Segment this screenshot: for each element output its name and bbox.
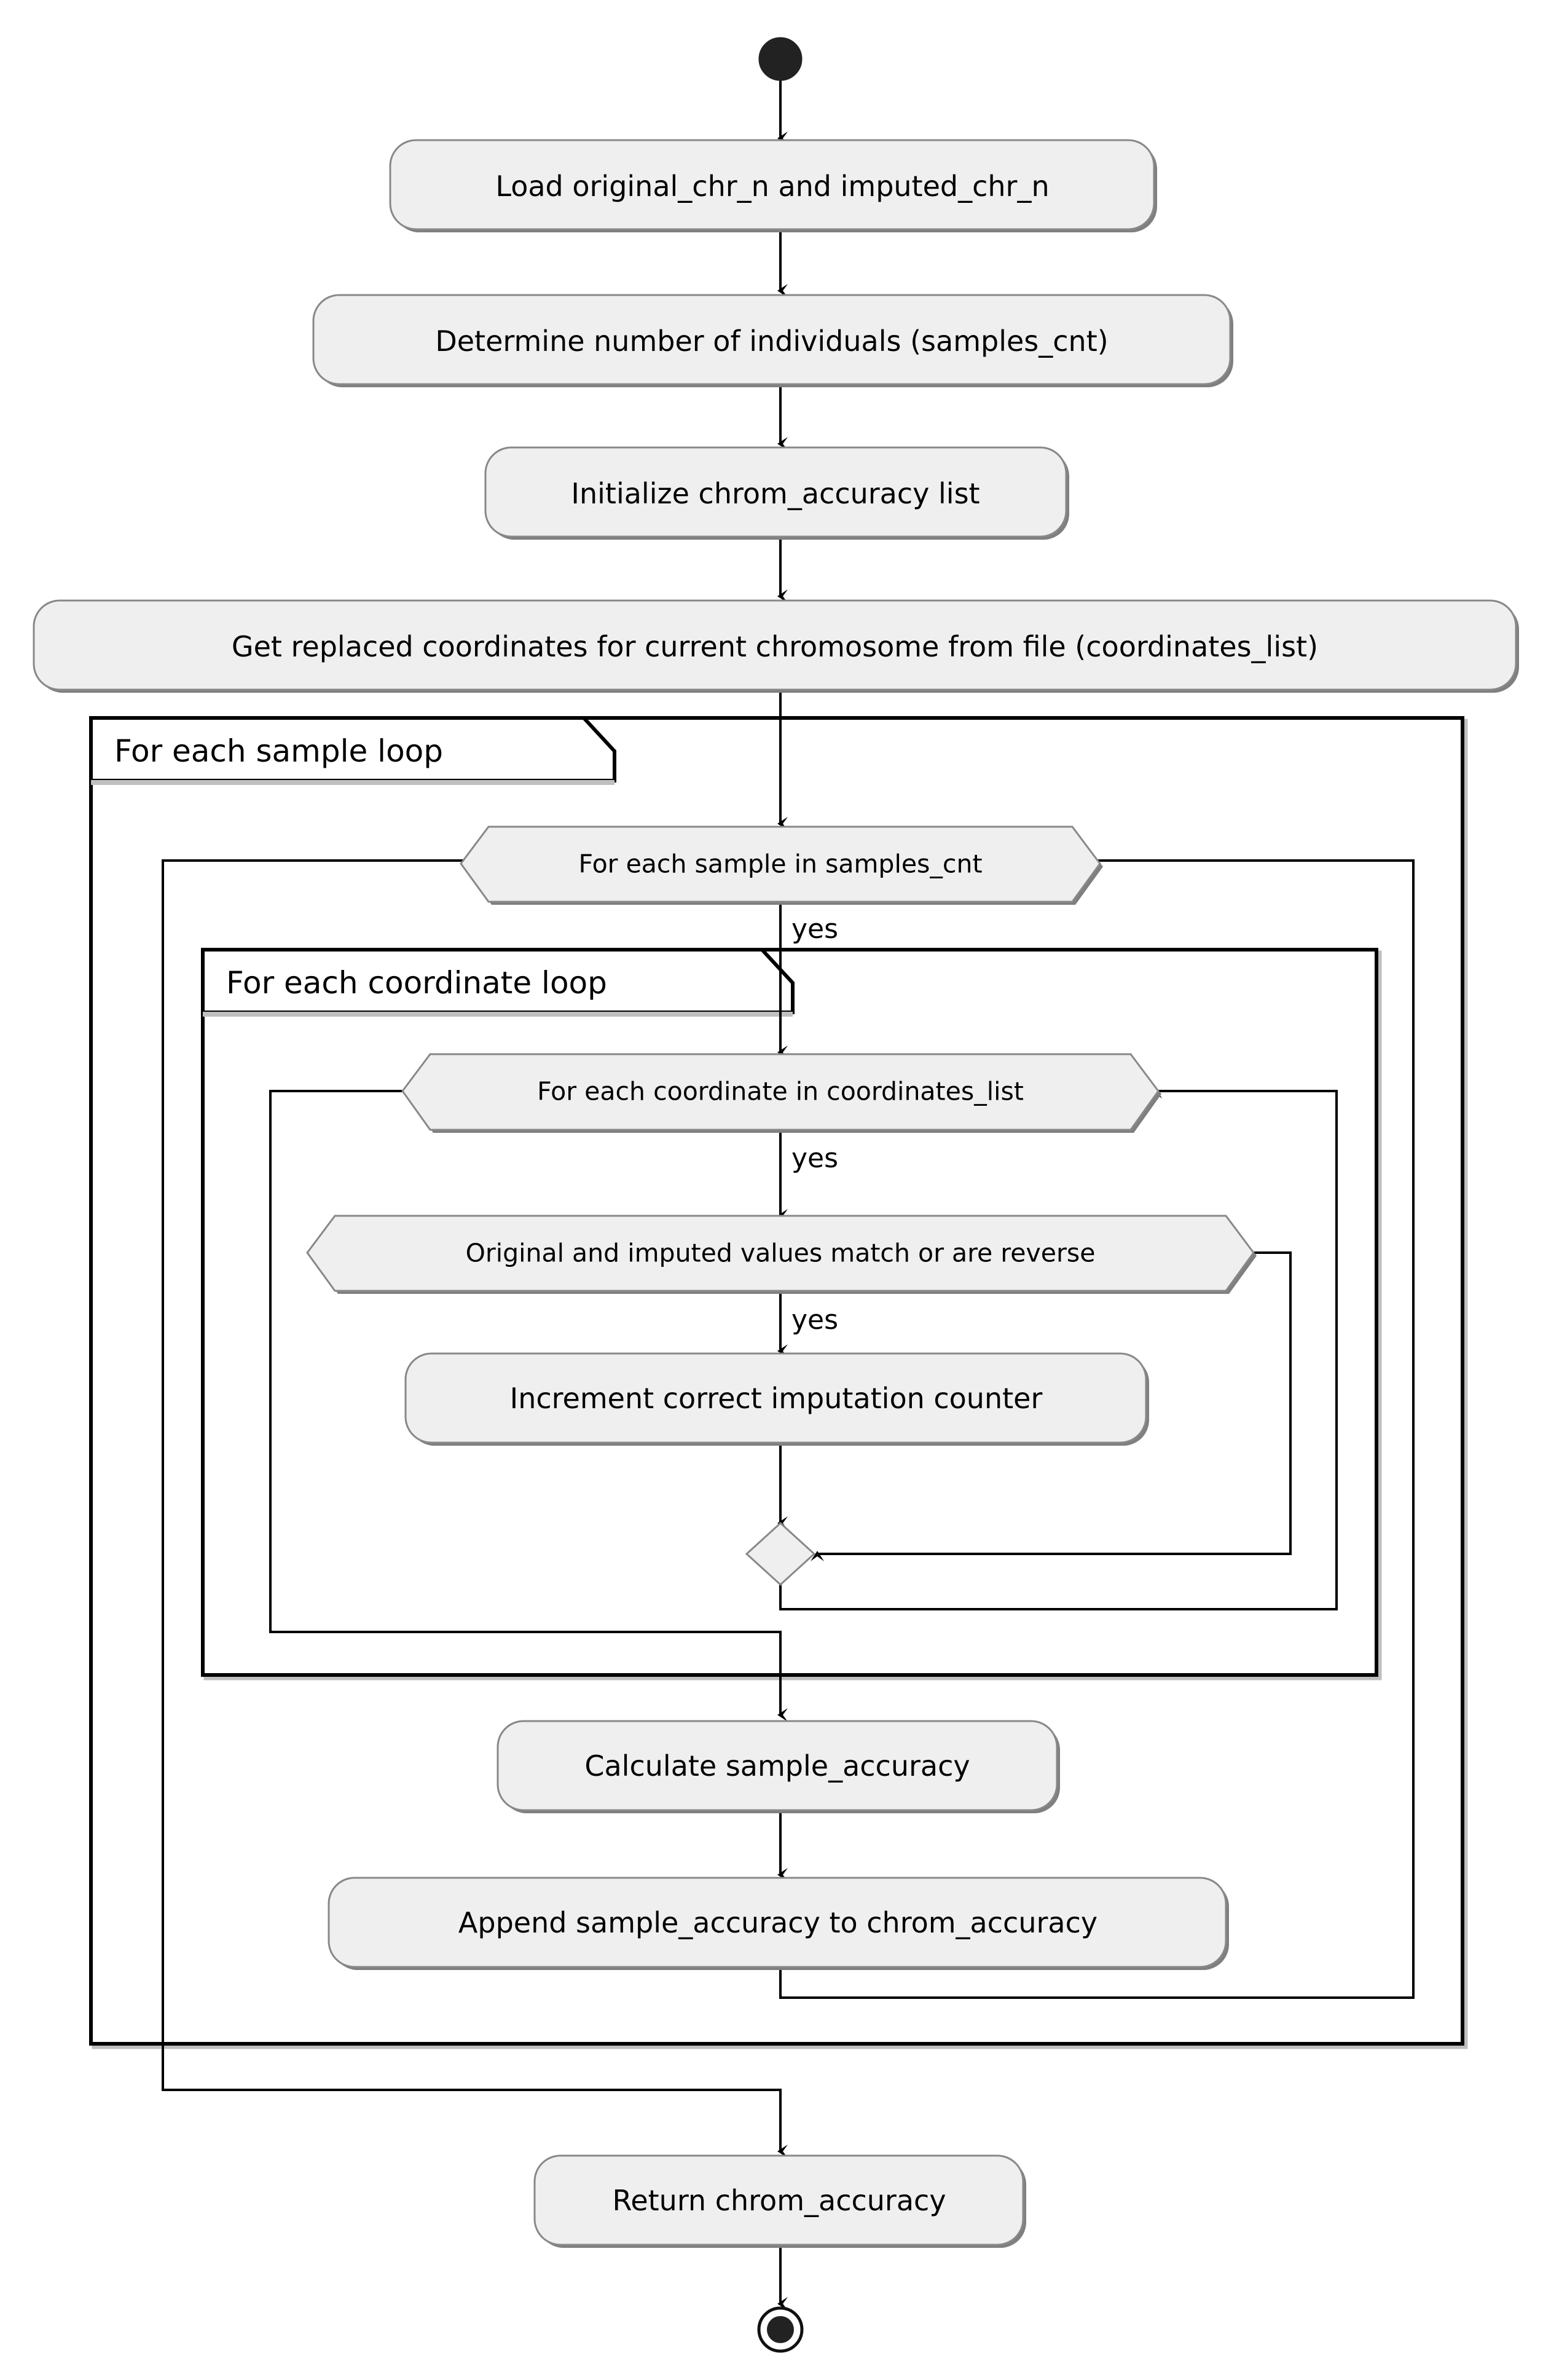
frame-title-coordinate-loop: For each coordinate loop	[226, 965, 607, 1001]
activity-label-load-originals: Load original_chr_n and imputed_chr_n	[495, 170, 1050, 203]
decision-label-values-match: Original and imputed values match or are…	[465, 1238, 1096, 1268]
activity-node-calculate-sample-accuracy	[497, 1720, 1060, 1813]
decision-label-for-each-coordinate: For each coordinate in coordinates_list	[537, 1076, 1024, 1106]
activity-node-determine-samples	[312, 294, 1233, 387]
activity-label-calculate-sample-accuracy: Calculate sample_accuracy	[584, 1749, 970, 1783]
start-node	[758, 37, 803, 81]
decision-node-values-match	[306, 1215, 1257, 1294]
edge-label-sample-yes: yes	[791, 913, 839, 945]
activity-node-get-replaced-coordinates	[33, 599, 1519, 693]
activity-node-return-chrom-accuracy	[533, 2154, 1026, 2248]
decision-label-for-each-sample: For each sample in samples_cnt	[578, 849, 983, 879]
activity-label-get-replaced-coordinates: Get replaced coordinates for current chr…	[231, 630, 1319, 663]
activity-node-init-chrom-accuracy	[484, 446, 1069, 540]
edge-label-match-yes: yes	[791, 1304, 839, 1336]
merge-node	[745, 1521, 816, 1586]
edges-layer	[162, 80, 1415, 2311]
edge-label-coordinate-yes: yes	[791, 1143, 839, 1174]
activity-node-append-sample-accuracy	[328, 1877, 1229, 1970]
frame-title-sample-loop: For each sample loop	[114, 733, 443, 769]
activity-label-determine-samples: Determine number of individuals (samples…	[435, 325, 1109, 358]
activity-label-append-sample-accuracy: Append sample_accuracy to chrom_accuracy	[458, 1906, 1098, 1939]
end-node	[757, 2306, 804, 2353]
decision-node-for-each-coordinate	[401, 1053, 1161, 1133]
activity-label-increment-counter: Increment correct imputation counter	[509, 1382, 1043, 1415]
activity-node-load-originals	[389, 139, 1157, 232]
activity-node-increment-counter	[404, 1352, 1149, 1446]
decision-node-for-each-sample	[460, 826, 1103, 905]
activity-label-return-chrom-accuracy: Return chrom_accuracy	[612, 2184, 946, 2217]
activity-label-init-chrom-accuracy: Initialize chrom_accuracy list	[571, 477, 980, 510]
